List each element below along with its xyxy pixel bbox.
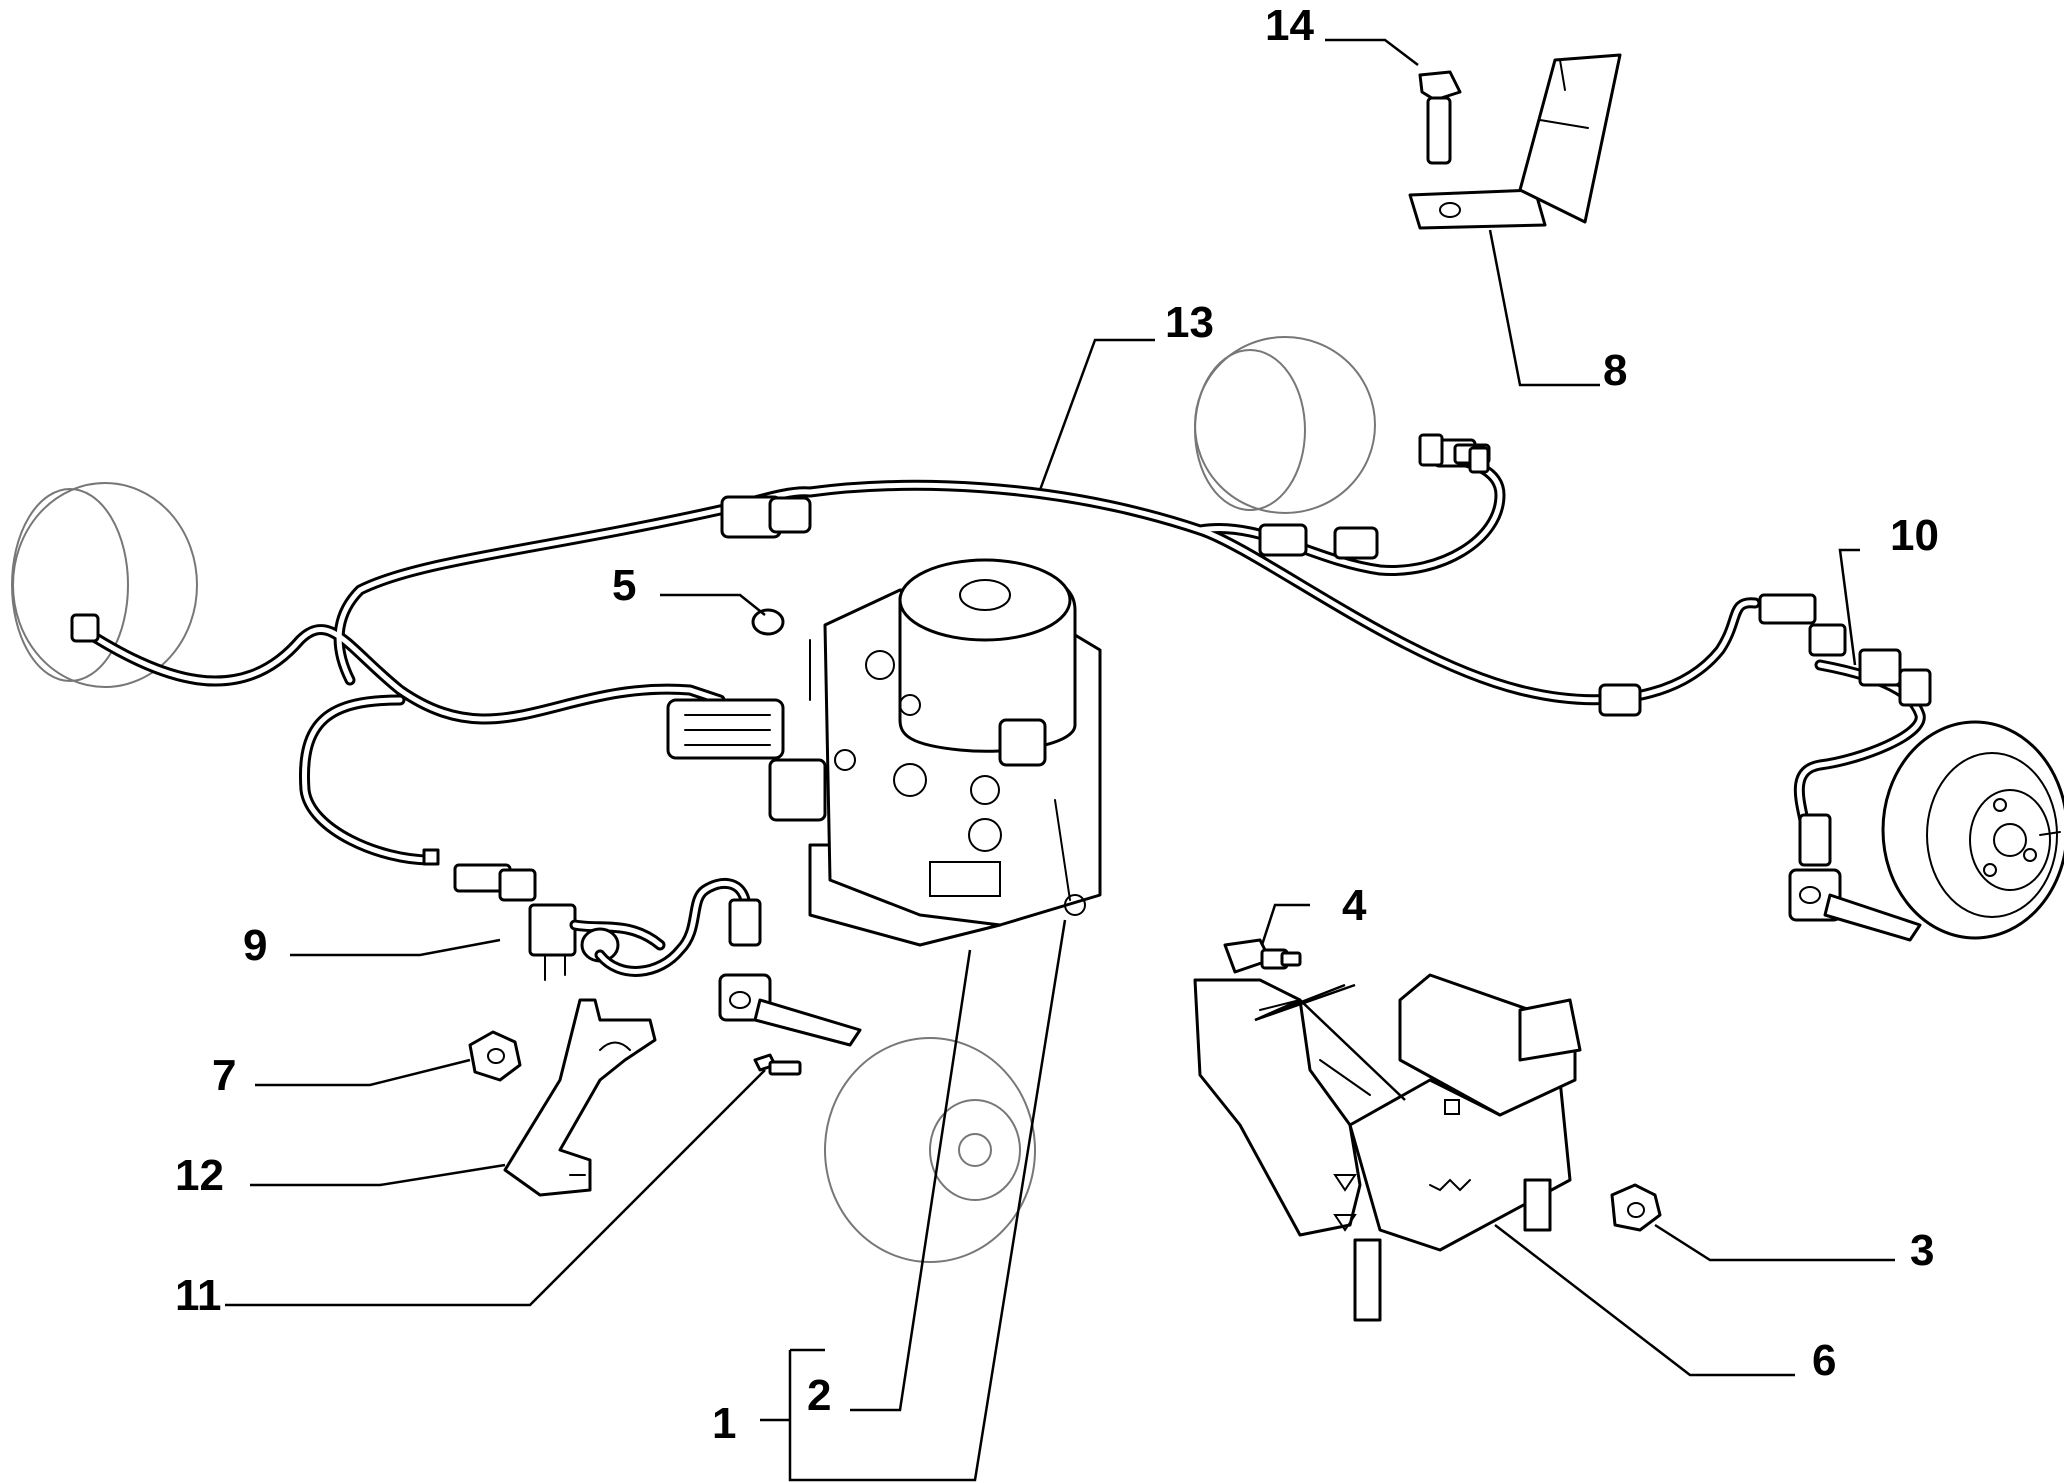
callout-label: 14 (1265, 1, 1314, 50)
callout-label: 11 (175, 1271, 222, 1320)
wheel-hub-icon (824, 1037, 1036, 1263)
wheel-hub-icon (1194, 336, 1376, 514)
bolt-icon (1223, 938, 1302, 974)
callout-label: 8 (1603, 346, 1627, 395)
wheel-hub-icon (1881, 720, 2064, 940)
mounting-bracket-icon (1408, 53, 1622, 230)
callout-label: 2 (807, 1371, 831, 1420)
nut-icon (1610, 1183, 1662, 1232)
callout-label: 1 (712, 1399, 736, 1448)
callout-label: 12 (175, 1151, 224, 1200)
wheel-speed-sensor-icon (1418, 433, 1490, 474)
callout-label: 6 (1812, 1336, 1836, 1385)
callout-label: 9 (243, 921, 267, 970)
wheel-hub-icon (11, 482, 198, 688)
callout-label: 4 (1342, 881, 1367, 930)
callout-label: 10 (1890, 511, 1939, 560)
callout-label: 7 (212, 1051, 236, 1100)
callout-leader-lines (225, 38, 1895, 1482)
callout-label: 3 (1910, 1226, 1934, 1275)
wiring-harness-icon (70, 438, 1926, 866)
callout-label: 5 (612, 561, 636, 610)
wheel-speed-sensor-icon (453, 863, 862, 1047)
nut-icon (468, 1030, 522, 1082)
callout-label: 13 (1165, 298, 1214, 347)
mounting-bracket-icon (503, 998, 657, 1197)
mounting-bracket-icon (1193, 973, 1582, 1322)
bolt-icon (753, 1053, 802, 1076)
abs-hydraulic-unit-icon (751, 558, 1102, 947)
wheel-speed-sensor-icon (1758, 593, 1932, 942)
bolt-icon (1418, 70, 1462, 165)
